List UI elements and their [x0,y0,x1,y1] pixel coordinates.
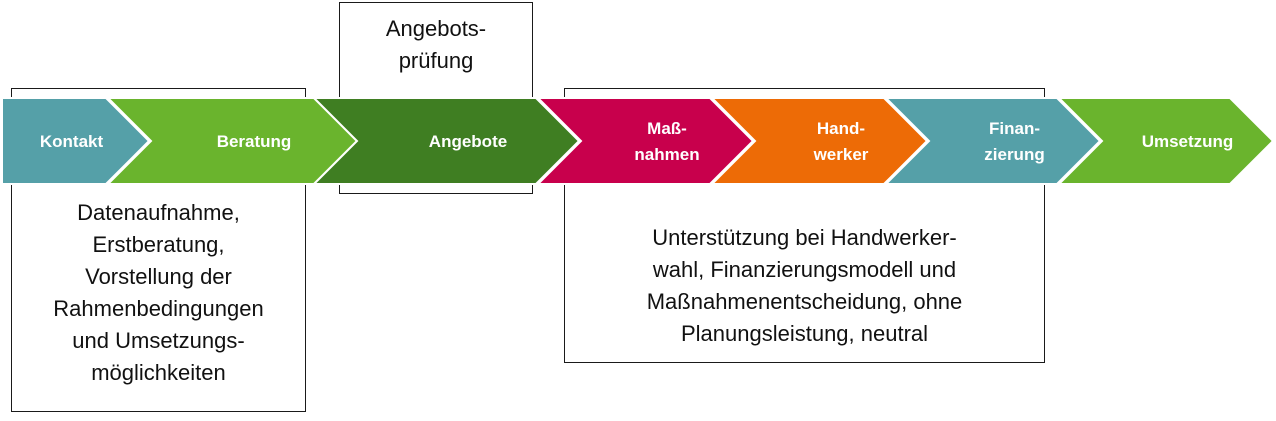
step-label-handwerker: werker [813,145,869,164]
step-chevron-kontakt [1,97,151,185]
step-chevron-umsetzung [1056,97,1275,185]
step-label-massnahmen: Maß- [647,119,687,138]
step-label-kontakt: Kontakt [40,132,104,151]
angebotspruefung-text: Angebots- prüfung [385,16,487,73]
step-label-handwerker: Hand- [817,119,865,138]
step-chevron-finanzierung [883,97,1102,185]
step-label-beratung: Beratung [217,132,292,151]
step-chevron-massnahmen [535,97,755,185]
step-label-finanzierung: Finan- [989,119,1040,138]
unterstuetzung-text: Unterstützung bei Handwerker- wahl, Fina… [646,225,963,346]
step-label-angebote: Angebote [429,132,507,151]
datenaufnahme-text: Datenaufnahme, Erstberatung, Vorstellung… [53,200,264,385]
step-chevron-angebote [311,97,581,185]
step-label-massnahmen: nahmen [634,145,699,164]
step-label-umsetzung: Umsetzung [1142,132,1234,151]
step-chevron-handwerker [709,97,929,185]
step-label-finanzierung: zierung [984,145,1044,164]
